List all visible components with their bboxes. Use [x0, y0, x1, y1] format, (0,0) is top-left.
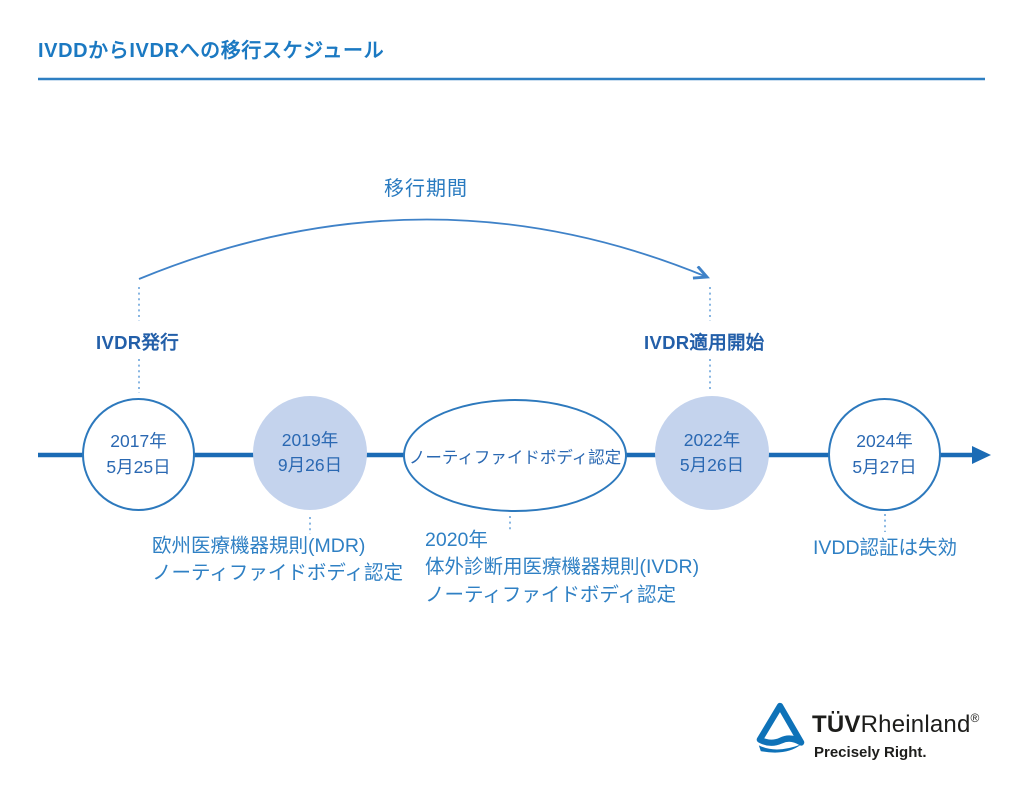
node-date-day: 5月26日	[679, 455, 745, 475]
node-date-year: 2017年	[110, 431, 167, 452]
annotation-mdr-designation: 欧州医療機器規則(MDR) ノーティファイドボディ認定	[152, 533, 403, 588]
node-date-year: 2022年	[683, 429, 741, 450]
milestone-label-ivdr-publication: IVDR発行	[96, 332, 179, 353]
node-date-day: 5月27日	[852, 456, 917, 477]
transition-period-arc	[138, 218, 707, 280]
logo-brand-rheinland: Rheinland	[860, 711, 971, 738]
annotation-line: 2020年	[425, 529, 488, 551]
timeline-node-2019: 2019年 9月26日	[253, 396, 367, 510]
notified-body-label: ノーティファイドボディ認定	[408, 448, 622, 467]
timeline-node-2017: 2017年 5月25日	[82, 398, 195, 511]
node-date-day: 5月25日	[106, 456, 171, 477]
tuv-triangle-icon	[756, 702, 805, 753]
annotation-line: 欧州医療機器規則(MDR)	[152, 535, 366, 557]
annotation-line: ノーティファイドボディ認定	[425, 583, 676, 606]
timeline-node-2022: 2022年 5月26日	[655, 396, 769, 510]
dotted-connectors	[138, 287, 886, 534]
tuv-rheinland-logo: TÜVRheinland® Precisely Right.	[755, 698, 995, 778]
timeline-arrowhead-icon	[972, 446, 991, 464]
annotation-line: 体外診断用医療機器規則(IVDR)	[425, 556, 700, 579]
logo-brand-tuv: TÜV	[812, 711, 861, 738]
transition-period-label: 移行期間	[384, 178, 468, 200]
node-date-day: 9月26日	[277, 455, 343, 475]
annotation-ivdd-expiry: IVDD認証は失効	[812, 537, 958, 559]
logo-tagline: Precisely Right.	[814, 744, 927, 761]
annotation-line: ノーティファイドボディ認定	[152, 562, 403, 585]
registered-trademark-icon: ®	[970, 711, 980, 725]
logo-brand-text: TÜVRheinland®	[812, 711, 980, 739]
node-date-year: 2019年	[281, 429, 339, 450]
milestone-label-ivdr-application: IVDR適用開始	[644, 332, 765, 353]
annotation-ivdr-2020-designation: 2020年 体外診断用医療機器規則(IVDR) ノーティファイドボディ認定	[425, 527, 699, 609]
page-title: IVDDからIVDRへの移行スケジュール	[38, 40, 385, 62]
timeline-node-notified-body: ノーティファイドボディ認定	[403, 399, 627, 512]
node-date-year: 2024年	[856, 431, 913, 452]
timeline-node-2024: 2024年 5月27日	[828, 398, 941, 511]
